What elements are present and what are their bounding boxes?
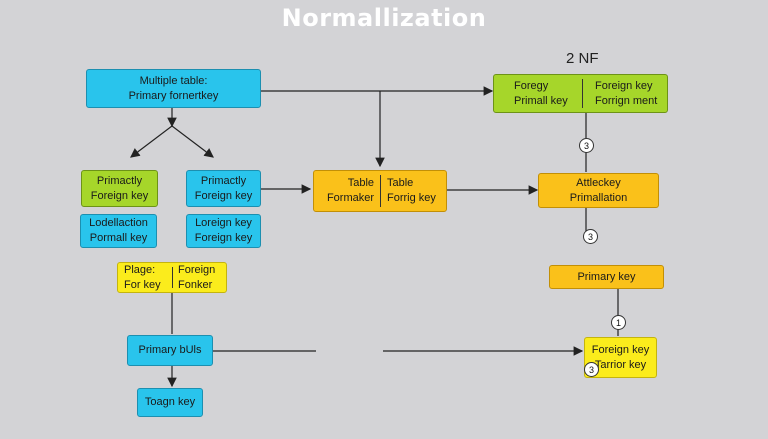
node-green-top-left1: Foregy [514, 79, 549, 92]
node-lodellaction: Lodellaction Pormall key [80, 214, 157, 248]
node-loreign-line1: Loreign key [195, 217, 252, 229]
node-multiple-table: Multiple table: Primary fornertkey [86, 69, 261, 108]
node-plage-left2: For key [124, 278, 161, 291]
nf-label: 2 NF [566, 50, 599, 67]
node-table-left1: Table [347, 177, 374, 189]
step-badge-1: 3 [579, 138, 594, 153]
node-foreign-tarrior-line1: Foreign key [591, 343, 650, 356]
node-primary-key-right: Primary key [549, 265, 664, 289]
node-lodellaction-line2: Pormall key [89, 232, 148, 244]
diagram-title: Normallization [281, 4, 487, 32]
node-table-divider [380, 175, 381, 207]
node-green-top-divider [582, 79, 583, 108]
node-lodellaction-line1: Lodellaction [89, 217, 148, 229]
node-toagn: Toagn key [137, 388, 203, 417]
node-attleckey: Attleckey Primallation [538, 173, 659, 208]
node-primary-key-right-line1: Primary key [577, 270, 636, 283]
node-green-top-left2: Primall key [514, 94, 568, 107]
step-badge-3: 1 [611, 315, 626, 330]
node-primactly-left-line2: Foreign key [90, 189, 149, 202]
node-foreign-tarrior-line2: Tarrior key [594, 358, 647, 371]
node-primactly-right: Primactly Foreign key [186, 170, 261, 207]
node-table-right2: Forrig key [387, 192, 436, 204]
node-attleckey-line2: Primallation [569, 191, 628, 204]
node-plage-left1: Plage: [124, 263, 156, 276]
node-primactly-right-line1: Primactly [200, 174, 247, 187]
node-primactly-left: Primactly Foreign key [81, 170, 158, 207]
node-table: Table Formaker Table Forrig key [313, 170, 447, 212]
node-multiple-table-line1: Multiple table: [139, 74, 208, 87]
node-plage-right1: Foreign [178, 263, 216, 276]
node-table-right1: Table [387, 177, 414, 189]
node-multiple-table-line2: Primary fornertkey [128, 89, 219, 102]
node-attleckey-line1: Attleckey [576, 176, 621, 189]
edge-split-right [171, 125, 214, 158]
node-green-top: Foregy Primall key Foreign key Forrign m… [493, 74, 668, 113]
node-loreign: Loreign key Foreign key [186, 214, 261, 248]
node-primary-buls: Primary bUls [127, 335, 213, 366]
step-badge-4: 3 [584, 362, 599, 377]
node-loreign-line2: Foreign key [194, 232, 253, 244]
node-plage-right2: Fonker [178, 278, 213, 291]
node-toagn-line1: Toagn key [144, 396, 196, 408]
node-primary-buls-line1: Primary bUls [138, 344, 202, 356]
edge-split-left [130, 125, 173, 158]
step-badge-2: 3 [583, 229, 598, 244]
node-plage: Plage: For key Foreign Fonker [117, 262, 227, 293]
node-primactly-right-line2: Foreign key [194, 189, 253, 202]
node-green-top-right2: Forrign ment [595, 94, 658, 107]
node-table-left2: Formaker [326, 192, 374, 204]
node-foreign-tarrior: Foreign key Tarrior key [584, 337, 657, 378]
node-green-top-right1: Foreign key [595, 79, 653, 92]
node-plage-divider [172, 267, 173, 288]
node-primactly-left-line1: Primactly [96, 174, 143, 187]
